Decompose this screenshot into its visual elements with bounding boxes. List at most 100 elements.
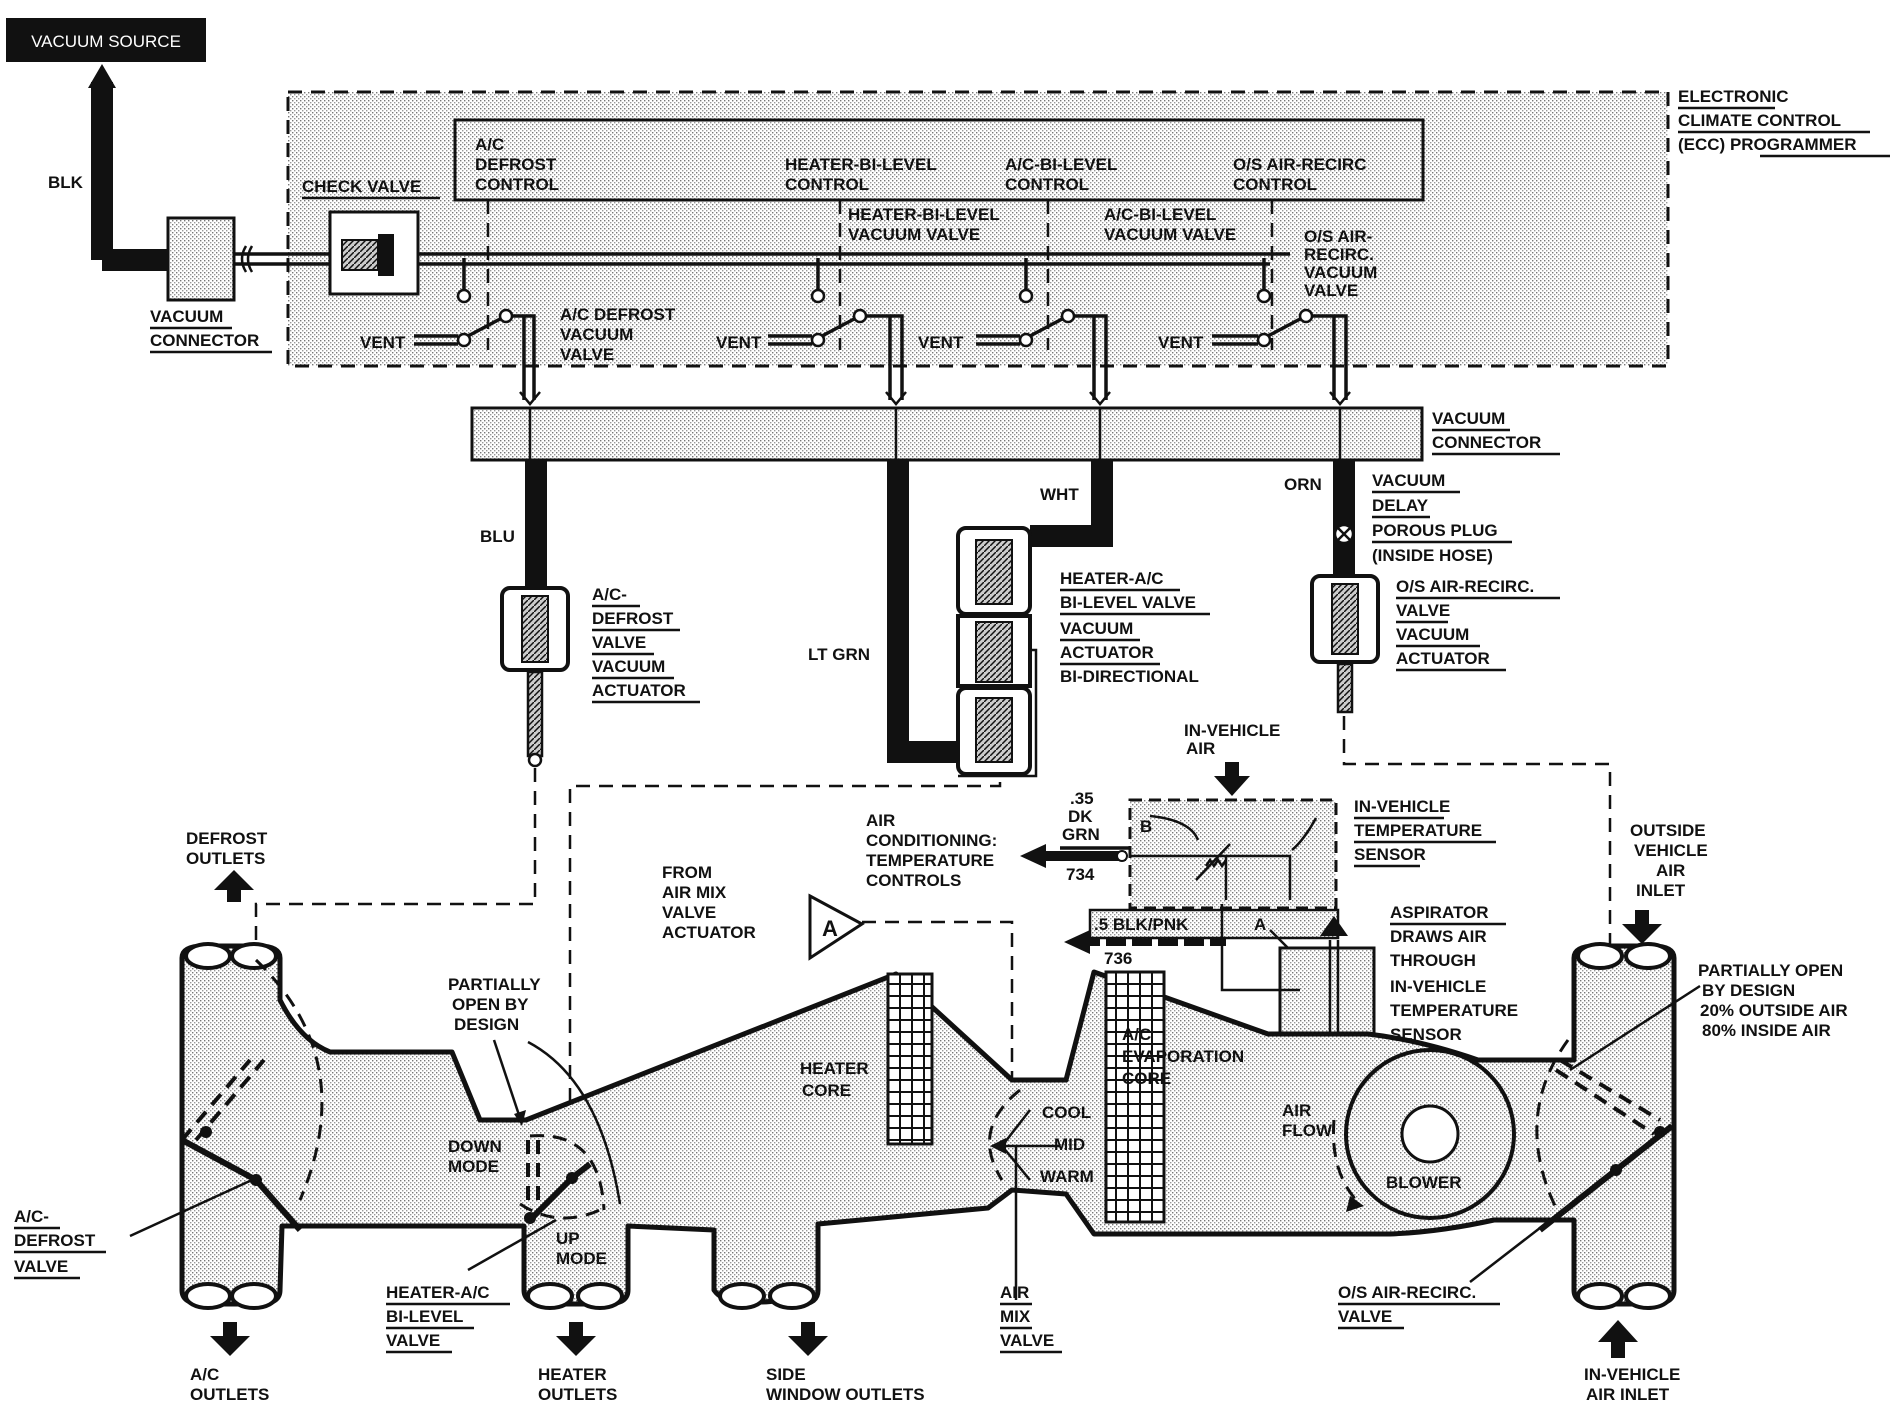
side-window-outlets-arrow-icon xyxy=(788,1322,828,1356)
heater-bilevel-control-label: HEATER-BI-LEVEL xyxy=(785,155,937,174)
heater-ac-bilevel-valve xyxy=(519,1134,606,1225)
svg-text:736: 736 xyxy=(1104,949,1132,968)
svg-text:RECIRC.: RECIRC. xyxy=(1304,245,1374,264)
in-vehicle-air-label: IN-VEHICLE xyxy=(1184,721,1280,740)
svg-text:OUTLETS: OUTLETS xyxy=(186,849,265,868)
svg-text:ACTUATOR: ACTUATOR xyxy=(592,681,686,700)
svg-text:VACUUM: VACUUM xyxy=(150,307,223,326)
air-mix-valve: COOL MID WARM xyxy=(988,1088,1094,1300)
svg-text:MIX: MIX xyxy=(1000,1307,1031,1326)
svg-text:UP: UP xyxy=(556,1229,580,1248)
svg-text:COOL: COOL xyxy=(1042,1103,1091,1122)
blower: BLOWER xyxy=(1332,1048,1516,1220)
os-recirc-vacuum-valve: VENT xyxy=(1158,258,1348,400)
in-vehicle-temp-sensor xyxy=(1128,798,1338,910)
heater-ac-bilevel-actuator xyxy=(956,526,1038,778)
svg-text:VACUUM: VACUUM xyxy=(1304,263,1377,282)
svg-text:ACTUATOR: ACTUATOR xyxy=(662,923,756,942)
svg-text:CORE: CORE xyxy=(802,1081,851,1100)
svg-text:AIR: AIR xyxy=(1282,1101,1311,1120)
svg-text:CONNECTOR: CONNECTOR xyxy=(1432,433,1541,452)
blk-wire-label: BLK xyxy=(48,173,84,192)
svg-text:VACUUM: VACUUM xyxy=(1060,619,1133,638)
svg-text:AIR: AIR xyxy=(1186,739,1215,758)
svg-text:VENT: VENT xyxy=(918,333,964,352)
svg-text:SENSOR: SENSOR xyxy=(1354,845,1426,864)
ac-bilevel-vacuum-valve: VENT xyxy=(918,258,1108,400)
orn-wire-label: ORN xyxy=(1284,475,1322,494)
svg-text:VALVE: VALVE xyxy=(14,1257,68,1276)
svg-text:OPEN BY: OPEN BY xyxy=(452,995,529,1014)
svg-text:VALVE: VALVE xyxy=(592,633,646,652)
svg-text:A: A xyxy=(1254,915,1266,934)
svg-text:BI-DIRECTIONAL: BI-DIRECTIONAL xyxy=(1060,667,1199,686)
svg-text:AIR: AIR xyxy=(866,811,895,830)
svg-text:TEMPERATURE: TEMPERATURE xyxy=(866,851,994,870)
svg-text:VACUUM: VACUUM xyxy=(1396,625,1469,644)
svg-text:.35: .35 xyxy=(1070,789,1094,808)
svg-text:ELECTRONIC: ELECTRONIC xyxy=(1678,87,1789,106)
svg-text:DOWN: DOWN xyxy=(448,1137,502,1156)
heater-outlets-label: HEATER xyxy=(538,1365,607,1384)
svg-text:OUTLETS: OUTLETS xyxy=(538,1385,617,1404)
svg-text:VALVE: VALVE xyxy=(1304,281,1358,300)
svg-text:ACTUATOR: ACTUATOR xyxy=(1396,649,1490,668)
os-recirc-actuator xyxy=(1310,574,1380,714)
ac-outlets-arrow-icon xyxy=(210,1322,250,1356)
svg-text:20% OUTSIDE AIR: 20% OUTSIDE AIR xyxy=(1700,1001,1848,1020)
outside-air-down-arrow-icon xyxy=(1622,924,1662,944)
heater-bilevel-vacuum-valve-label: HEATER-BI-LEVEL xyxy=(848,205,1000,224)
svg-text:HEATER: HEATER xyxy=(800,1059,869,1078)
svg-text:ASPIRATOR: ASPIRATOR xyxy=(1390,903,1489,922)
svg-text:CORE: CORE xyxy=(1122,1069,1171,1088)
wire-736-arrow-icon xyxy=(1064,930,1090,954)
svg-text:(INSIDE HOSE): (INSIDE HOSE) xyxy=(1372,546,1493,565)
controls-box xyxy=(453,118,1425,202)
vent-label: VENT xyxy=(360,333,406,352)
svg-text:FROM: FROM xyxy=(662,863,712,882)
svg-text:VACUUM: VACUUM xyxy=(560,325,633,344)
svg-text:MODE: MODE xyxy=(556,1249,607,1268)
svg-text:VACUUM: VACUUM xyxy=(1372,471,1445,490)
svg-text:BI-LEVEL VALVE: BI-LEVEL VALVE xyxy=(1060,593,1196,612)
svg-text:INLET: INLET xyxy=(1636,881,1686,900)
svg-text:80% INSIDE AIR: 80% INSIDE AIR xyxy=(1702,1021,1831,1040)
svg-text:AIR INLET: AIR INLET xyxy=(1586,1385,1670,1404)
svg-text:DEFROST: DEFROST xyxy=(592,609,674,628)
defrost-up-arrow-icon xyxy=(214,870,254,890)
svg-text:.5 BLK/PNK: .5 BLK/PNK xyxy=(1094,915,1189,934)
vacuum-connector-left xyxy=(166,216,236,302)
svg-text:WINDOW OUTLETS: WINDOW OUTLETS xyxy=(766,1385,925,1404)
os-recirc-valve xyxy=(1535,1039,1674,1233)
svg-text:BY DESIGN: BY DESIGN xyxy=(1702,981,1795,1000)
svg-text:BI-LEVEL: BI-LEVEL xyxy=(386,1307,463,1326)
vacuum-source-arrow-icon xyxy=(88,64,116,88)
check-valve-label: CHECK VALVE xyxy=(302,177,421,196)
svg-text:PARTIALLY OPEN: PARTIALLY OPEN xyxy=(1698,961,1843,980)
ac-defrost-vacuum-valve: VENT xyxy=(360,258,536,400)
ac-defrost-vacuum-valve-label: A/C DEFROST xyxy=(560,305,676,324)
in-vehicle-air-arrow-icon xyxy=(1214,776,1250,796)
svg-text:VALVE: VALVE xyxy=(1396,601,1450,620)
in-vehicle-air-inlet-label: IN-VEHICLE xyxy=(1584,1365,1680,1384)
svg-text:734: 734 xyxy=(1066,865,1095,884)
connection-a-triangle-icon xyxy=(808,893,865,961)
svg-text:MID: MID xyxy=(1054,1135,1085,1154)
svg-text:B: B xyxy=(1140,817,1152,836)
svg-text:WARM: WARM xyxy=(1040,1167,1094,1186)
svg-text:TEMPERATURE: TEMPERATURE xyxy=(1354,821,1482,840)
svg-text:DELAY: DELAY xyxy=(1372,496,1429,515)
svg-text:A: A xyxy=(822,916,838,941)
lt-grn-wire-label: LT GRN xyxy=(808,645,870,664)
svg-text:VALVE: VALVE xyxy=(560,345,614,364)
svg-text:DEFROST: DEFROST xyxy=(14,1231,96,1250)
heater-outlets-arrow-icon xyxy=(556,1322,596,1356)
svg-text:VENT: VENT xyxy=(1158,333,1204,352)
wht-wire-label: WHT xyxy=(1040,485,1079,504)
blu-wire-label: BLU xyxy=(480,527,515,546)
aspirator xyxy=(1278,946,1376,1040)
svg-text:VALVE: VALVE xyxy=(386,1331,440,1350)
svg-text:CONNECTOR: CONNECTOR xyxy=(150,331,259,350)
svg-text:AIR: AIR xyxy=(1000,1283,1029,1302)
ac-defrost-valve xyxy=(180,958,324,1232)
